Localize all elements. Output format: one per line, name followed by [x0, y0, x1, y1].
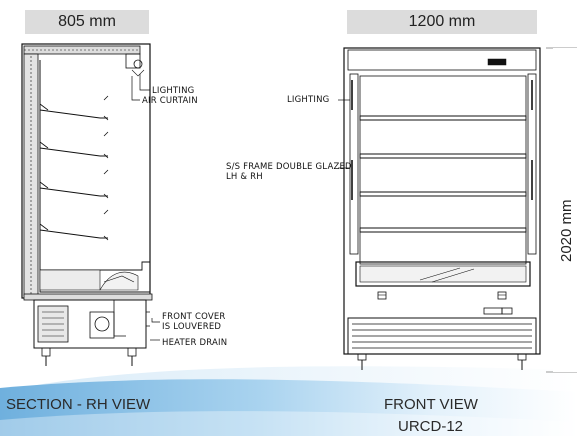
front-lighting-label: LIGHTING: [287, 95, 330, 105]
model-caption: URCD-12: [398, 418, 464, 435]
front-view-caption: FRONT VIEW: [384, 396, 478, 413]
heater-drain-label: HEATER DRAIN: [162, 338, 228, 348]
section-lighting-label: LIGHTING: [152, 86, 195, 96]
frame-label-line1: S/S FRAME DOUBLE GLAZED: [226, 162, 352, 172]
width-dimension: 1200 mm: [347, 10, 537, 34]
front-cover-label-line1: FRONT COVER: [162, 312, 226, 322]
frame-label-line2: LH & RH: [226, 172, 263, 182]
depth-dimension: 805 mm: [25, 10, 149, 34]
front-cover-label-line2: IS LOUVERED: [162, 322, 222, 332]
air-curtain-label: AIR CURTAIN: [142, 96, 198, 106]
section-view-caption: SECTION - RH VIEW: [6, 396, 151, 413]
